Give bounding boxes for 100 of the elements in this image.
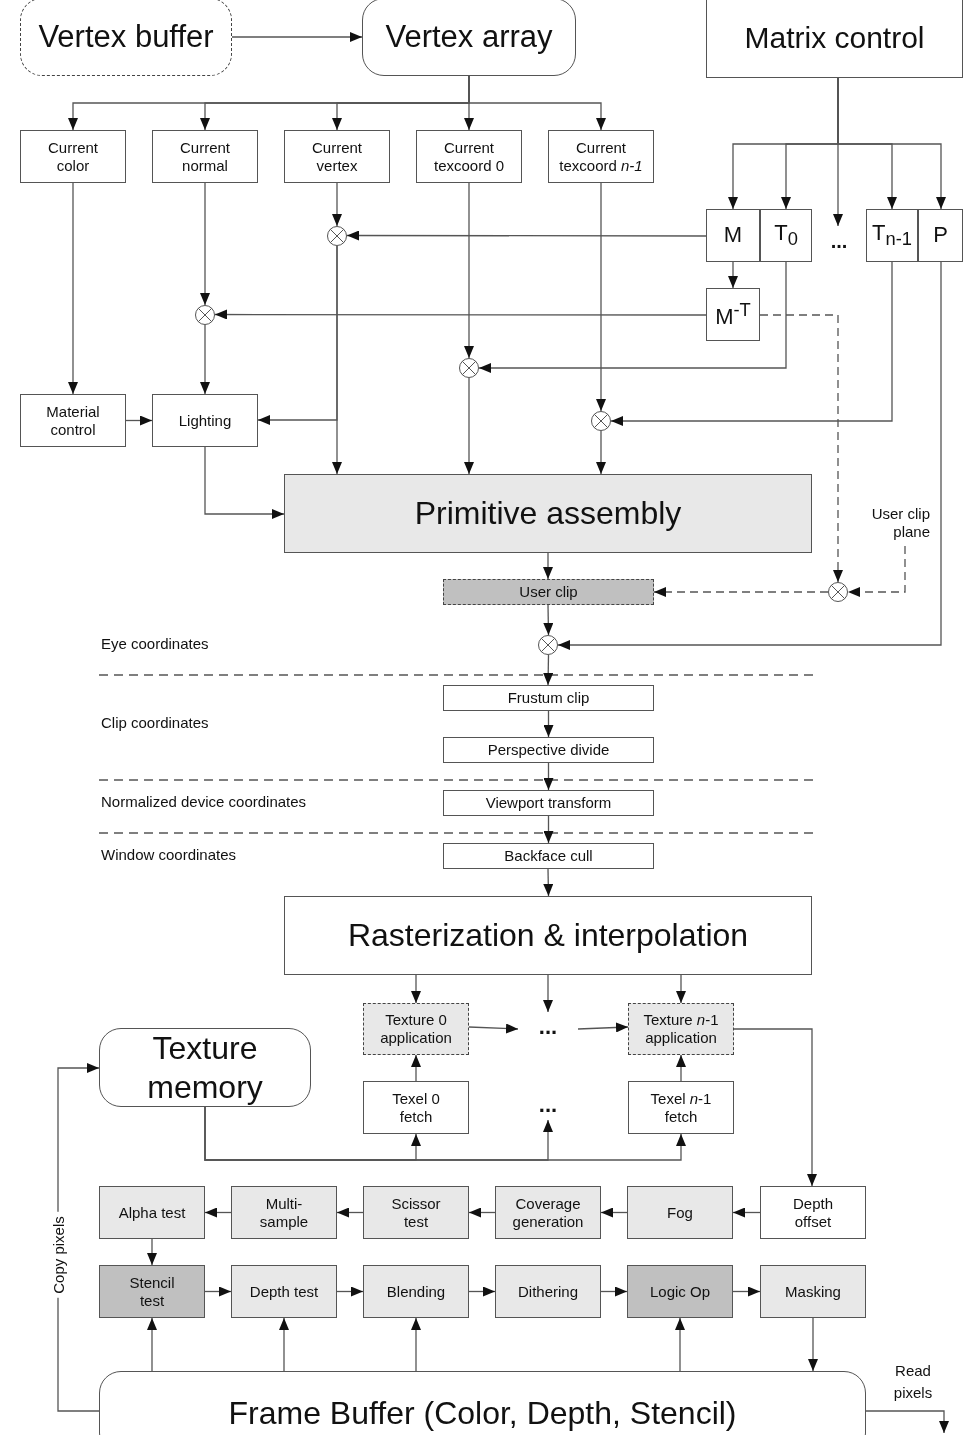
arrow xyxy=(279,1317,289,1372)
process-box xyxy=(284,896,812,975)
dashed-rounded-box xyxy=(20,0,232,76)
arrow xyxy=(733,1028,817,1187)
process-box xyxy=(284,474,812,553)
coordinate-space-label: Eye coordinates xyxy=(101,635,209,652)
ellipsis-text: ... xyxy=(518,1090,578,1120)
process-box xyxy=(495,1265,601,1318)
box-label: Stencil test xyxy=(128,1273,176,1310)
ellipsis-text: ... xyxy=(518,1012,578,1042)
note-text: User clip plane xyxy=(836,500,930,546)
process-box xyxy=(760,209,812,262)
process-box xyxy=(548,130,654,183)
coordinate-space-label: Clip coordinates xyxy=(101,714,209,731)
box-label: Coverage generation xyxy=(511,1194,585,1231)
box-label: M xyxy=(723,222,743,249)
arrow xyxy=(464,377,474,475)
coordinate-space-label: Window coordinates xyxy=(101,846,237,863)
arrow xyxy=(468,75,606,131)
process-box xyxy=(231,1265,337,1318)
box-label: P xyxy=(933,222,948,249)
process-box xyxy=(760,1265,866,1318)
arrow xyxy=(336,1286,364,1297)
arrow xyxy=(478,261,787,373)
box-label: Rasterization & interpolation xyxy=(347,916,749,955)
arrow xyxy=(200,182,210,306)
arrow xyxy=(676,1054,686,1082)
dashed-box xyxy=(628,1003,734,1055)
arrow xyxy=(676,974,686,1004)
arrow xyxy=(346,230,707,241)
box-label: Texel 0 fetch xyxy=(391,1089,441,1126)
arrow xyxy=(675,1317,685,1372)
arrow xyxy=(464,182,474,359)
box-label: Texture 0 application xyxy=(379,1011,453,1047)
process-box xyxy=(231,1186,337,1239)
box-label: Frustum clip xyxy=(507,689,590,707)
box-label: Current color xyxy=(47,138,99,175)
arrow xyxy=(596,182,606,412)
process-box xyxy=(363,1186,469,1239)
arrow xyxy=(204,446,285,519)
box-label: User clip xyxy=(519,583,578,601)
box-label: Depth offset xyxy=(792,1194,834,1231)
arrow xyxy=(204,1106,686,1161)
box-label: Texture n-1 application xyxy=(642,1011,720,1047)
box-label: Perspective divide xyxy=(487,741,610,759)
process-box xyxy=(495,1186,601,1239)
box-label: Fog xyxy=(667,1203,693,1222)
arrow xyxy=(68,182,78,395)
box-label: Depth test xyxy=(249,1282,319,1301)
arrow xyxy=(204,1207,232,1218)
arrow xyxy=(600,1286,628,1297)
arrow xyxy=(808,1317,818,1372)
box-label: Current texcoord 0 xyxy=(432,138,505,175)
box-label: Logic Op xyxy=(649,1282,710,1301)
box-label: Current normal xyxy=(179,138,231,175)
box-label: Dithering xyxy=(518,1282,578,1301)
process-box xyxy=(99,1186,205,1239)
arrow xyxy=(610,261,893,426)
arrow xyxy=(147,1238,157,1266)
box-label: Backface cull xyxy=(504,847,593,865)
box-label: Scissor test xyxy=(390,1194,442,1231)
process-box xyxy=(627,1265,733,1318)
arrow xyxy=(596,430,606,475)
coordinate-space-label: Normalized device coordinates xyxy=(101,793,307,810)
process-box xyxy=(443,790,654,816)
arrow xyxy=(468,1023,519,1034)
box-label: Frame Buffer (Color, Depth, Stencil) xyxy=(228,1393,737,1433)
arrow xyxy=(865,1410,949,1434)
process-box xyxy=(20,394,126,447)
ellipsis-text: ... xyxy=(818,226,860,256)
multiply-circle xyxy=(327,226,347,246)
box-label: Alpha test xyxy=(118,1203,186,1222)
box-label: Multi- sample xyxy=(258,1194,310,1231)
arrow xyxy=(125,415,153,426)
box-label: M$^{-T}$ xyxy=(715,298,751,331)
arrow xyxy=(204,1286,232,1297)
process-box xyxy=(443,685,654,711)
arrow xyxy=(468,1286,496,1297)
process-box xyxy=(416,130,522,183)
process-box xyxy=(760,1186,866,1239)
box-label: Texture memory xyxy=(146,1029,264,1106)
arrow xyxy=(577,1022,629,1033)
arrow xyxy=(728,261,738,289)
arrow xyxy=(411,1054,421,1082)
process-box xyxy=(443,843,654,869)
arrow xyxy=(147,1317,157,1372)
arrow xyxy=(543,974,553,1013)
process-box xyxy=(443,737,654,763)
process-box xyxy=(706,0,963,78)
process-box xyxy=(866,209,918,262)
arrow xyxy=(543,762,554,791)
process-box xyxy=(706,209,760,262)
arrow xyxy=(214,309,707,320)
arrow xyxy=(543,654,554,686)
multiply-circle xyxy=(591,411,611,431)
dashed-box xyxy=(363,1003,469,1055)
box-label: Current vertex xyxy=(311,138,363,175)
box-label: Masking xyxy=(785,1282,841,1301)
arrow xyxy=(543,868,554,897)
process-box xyxy=(363,1081,469,1134)
